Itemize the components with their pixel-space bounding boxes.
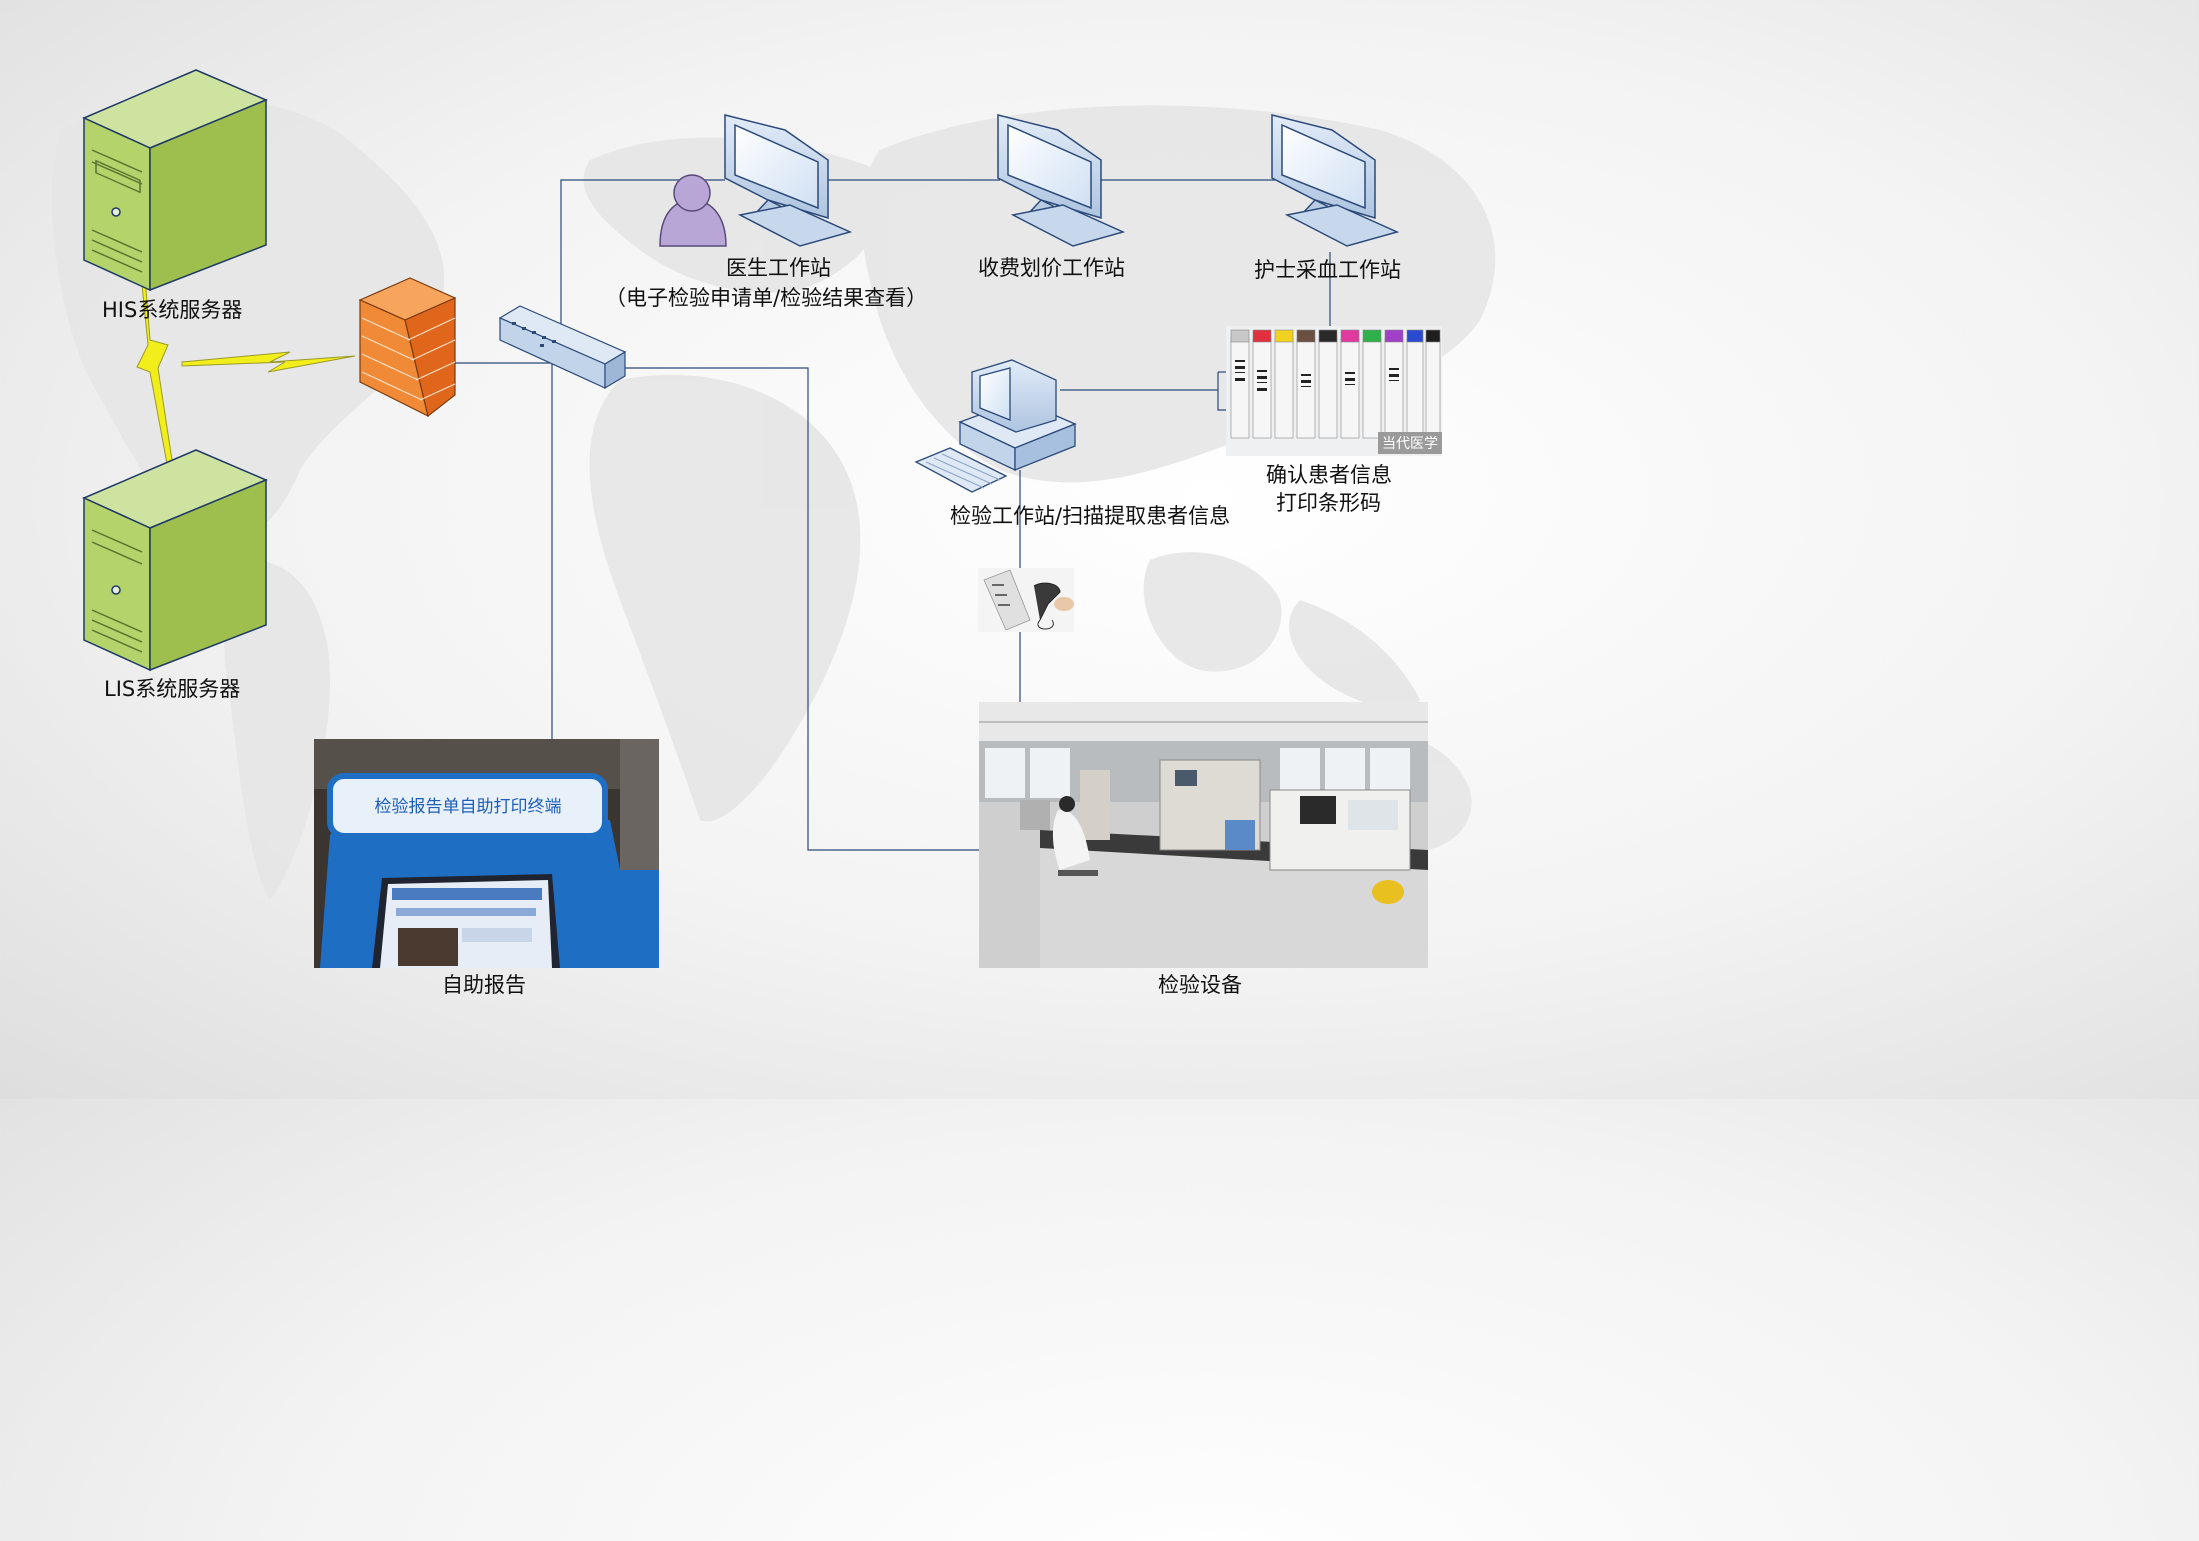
doctor-station-label: 医生工作站 — [726, 256, 831, 280]
network-diagram: 当代医学 检验报告单自助打印终端 — [51, 69, 1496, 968]
lab-equipment-photo — [979, 702, 1428, 968]
nurse-station-label: 护士采血工作站 — [1254, 258, 1401, 282]
lab-equipment-label: 检验设备 — [1158, 973, 1242, 997]
keyboard-icon — [914, 447, 1008, 493]
firewall-icon — [358, 277, 457, 418]
barcode-scanner-icon — [978, 568, 1074, 632]
lis-server-label: LIS系统服务器 — [104, 677, 241, 701]
his-server-icon — [82, 69, 268, 292]
tubes-watermark: 当代医学 — [1382, 436, 1438, 452]
print-barcode-label: 打印条形码 — [1276, 491, 1381, 515]
network-switch-icon — [498, 305, 627, 390]
lab-station-label: 检验工作站/扫描提取患者信息 — [950, 504, 1231, 528]
confirm-patient-label: 确认患者信息 — [1266, 463, 1392, 487]
self-service-kiosk-photo: 检验报告单自助打印终端 — [314, 739, 659, 968]
monitor-icon-doctor — [724, 114, 853, 247]
user-icon — [659, 174, 727, 247]
lis-server-icon — [82, 449, 268, 672]
his-server-label: HIS系统服务器 — [102, 298, 243, 322]
self-report-label: 自助报告 — [442, 973, 526, 997]
kiosk-banner-text: 检验报告单自助打印终端 — [375, 797, 562, 817]
connection-lines — [455, 179, 1331, 851]
billing-station-label: 收费划价工作站 — [978, 256, 1125, 280]
desktop-computer-icon — [958, 359, 1077, 472]
world-map-background — [51, 97, 1496, 900]
monitor-icon-billing — [997, 114, 1126, 247]
doctor-station-sublabel: （电子检验申请单/检验结果查看） — [605, 286, 928, 310]
blood-tubes-photo: 当代医学 — [1226, 326, 1442, 456]
monitor-icon-nurse — [1271, 114, 1400, 247]
